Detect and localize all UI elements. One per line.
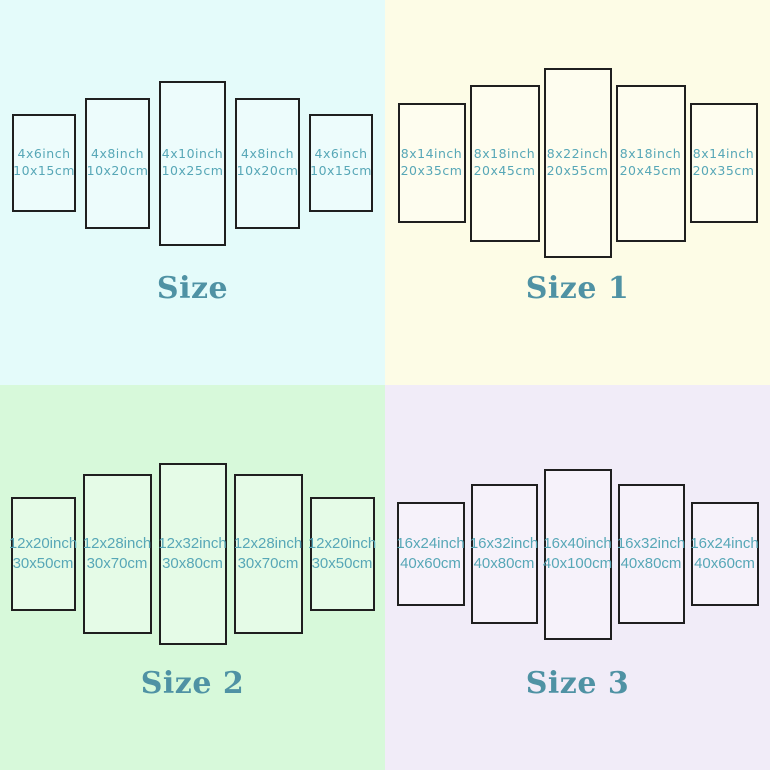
canvas-panel: 12x28inch 30x70cm: [233, 474, 303, 634]
canvas-panel: 16x24inch 40x60cm: [396, 502, 465, 606]
size-label: Size: [156, 271, 229, 306]
panel-size-inch: 16x24inch: [690, 534, 759, 552]
panel-size-inch: 16x40inch: [543, 534, 612, 552]
canvas-panel: 4x8inch 10x20cm: [235, 97, 300, 229]
panel-size-cm: 30x70cm: [86, 555, 148, 572]
canvas-panel: 8x14inch 20x35cm: [689, 103, 758, 223]
panel-size-inch: 12x28inch: [233, 534, 303, 552]
panel-size-inch: 8x22inch: [546, 146, 609, 162]
panel-size-cm: 20x45cm: [619, 163, 682, 178]
size-chart-quadrant-size1: 8x14inch 20x35cm 8x18inch 20x45cm 8x22in…: [385, 0, 770, 385]
panel-size-inch: 4x8inch: [91, 146, 144, 162]
canvas-panel: 16x32inch 40x80cm: [616, 484, 686, 624]
canvas-panel: 8x18inch 20x45cm: [615, 84, 686, 242]
panel-size-inch: 8x18inch: [473, 146, 536, 162]
canvas-panel: 4x6inch 10x15cm: [309, 114, 373, 212]
panel-size-inch: 8x14inch: [400, 146, 463, 162]
canvas-panel: 12x20inch 30x50cm: [307, 497, 377, 611]
panel-size-cm: 20x55cm: [546, 163, 609, 178]
size-chart-quadrant-size3: 16x24inch 40x60cm 16x32inch 40x80cm 16x4…: [385, 385, 770, 770]
canvas-panel: 8x22inch 20x55cm: [543, 68, 612, 258]
panel-size-inch: 4x6inch: [17, 146, 71, 162]
panel-size-cm: 30x50cm: [311, 555, 373, 572]
panel-size-inch: 8x18inch: [619, 146, 682, 162]
panel-size-inch: 16x24inch: [396, 534, 465, 552]
canvas-panel: 16x24inch 40x60cm: [690, 502, 759, 606]
panel-size-inch: 4x8inch: [241, 146, 294, 162]
panel-size-inch: 12x20inch: [307, 534, 377, 552]
panel-size-cm: 20x45cm: [473, 163, 536, 178]
canvas-panel: 4x6inch 10x15cm: [12, 114, 76, 212]
panel-size-cm: 10x15cm: [310, 163, 372, 178]
panel-size-cm: 30x70cm: [237, 555, 299, 572]
canvas-panel: 12x28inch 30x70cm: [82, 474, 152, 634]
panel-size-inch: 12x28inch: [82, 534, 152, 552]
canvas-panel: 16x40inch 40x100cm: [542, 468, 613, 640]
panel-size-cm: 10x20cm: [236, 163, 299, 178]
panel-size-inch: 4x10inch: [161, 146, 224, 162]
panel-size-inch: 4x6inch: [314, 146, 368, 162]
panel-size-inch: 12x20inch: [8, 534, 78, 552]
canvas-panel: 8x14inch 20x35cm: [397, 103, 466, 223]
panel-size-cm: 40x60cm: [400, 555, 461, 572]
panel-size-cm: 20x35cm: [400, 163, 463, 178]
panel-size-cm: 40x100cm: [542, 555, 613, 572]
panel-diagram: 12x20inch 30x50cm 12x28inch 30x70cm 12x3…: [8, 454, 377, 654]
panel-size-cm: 40x60cm: [694, 555, 755, 572]
panel-size-inch: 12x32inch: [158, 534, 227, 552]
canvas-panel: 12x32inch 30x80cm: [158, 463, 227, 645]
panel-size-cm: 10x25cm: [161, 163, 224, 178]
panel-size-inch: 16x32inch: [469, 534, 539, 552]
panel-size-cm: 30x80cm: [162, 555, 223, 572]
size-label: Size 1: [525, 271, 630, 306]
panel-size-cm: 20x35cm: [692, 163, 755, 178]
panel-diagram: 16x24inch 40x60cm 16x32inch 40x80cm 16x4…: [396, 454, 759, 654]
size-label: Size 2: [140, 666, 245, 701]
canvas-panel: 8x18inch 20x45cm: [469, 84, 540, 242]
panel-size-cm: 30x50cm: [12, 555, 74, 572]
panel-size-cm: 10x15cm: [13, 163, 75, 178]
panel-diagram: 8x14inch 20x35cm 8x18inch 20x45cm 8x22in…: [397, 63, 758, 263]
canvas-panel: 4x10inch 10x25cm: [159, 80, 226, 246]
size-chart-quadrant-size2: 12x20inch 30x50cm 12x28inch 30x70cm 12x3…: [0, 385, 385, 770]
canvas-panel: 12x20inch 30x50cm: [8, 497, 78, 611]
canvas-panel: 16x32inch 40x80cm: [469, 484, 539, 624]
panel-size-cm: 40x80cm: [620, 555, 682, 572]
panel-size-inch: 8x14inch: [692, 146, 755, 162]
canvas-panel: 4x8inch 10x20cm: [85, 97, 150, 229]
panel-diagram: 4x6inch 10x15cm 4x8inch 10x20cm 4x10inch…: [12, 63, 373, 263]
panel-size-inch: 16x32inch: [616, 534, 686, 552]
panel-size-cm: 40x80cm: [473, 555, 535, 572]
panel-size-cm: 10x20cm: [86, 163, 149, 178]
size-label: Size 3: [525, 666, 630, 701]
size-chart-quadrant-size: 4x6inch 10x15cm 4x8inch 10x20cm 4x10inch…: [0, 0, 385, 385]
